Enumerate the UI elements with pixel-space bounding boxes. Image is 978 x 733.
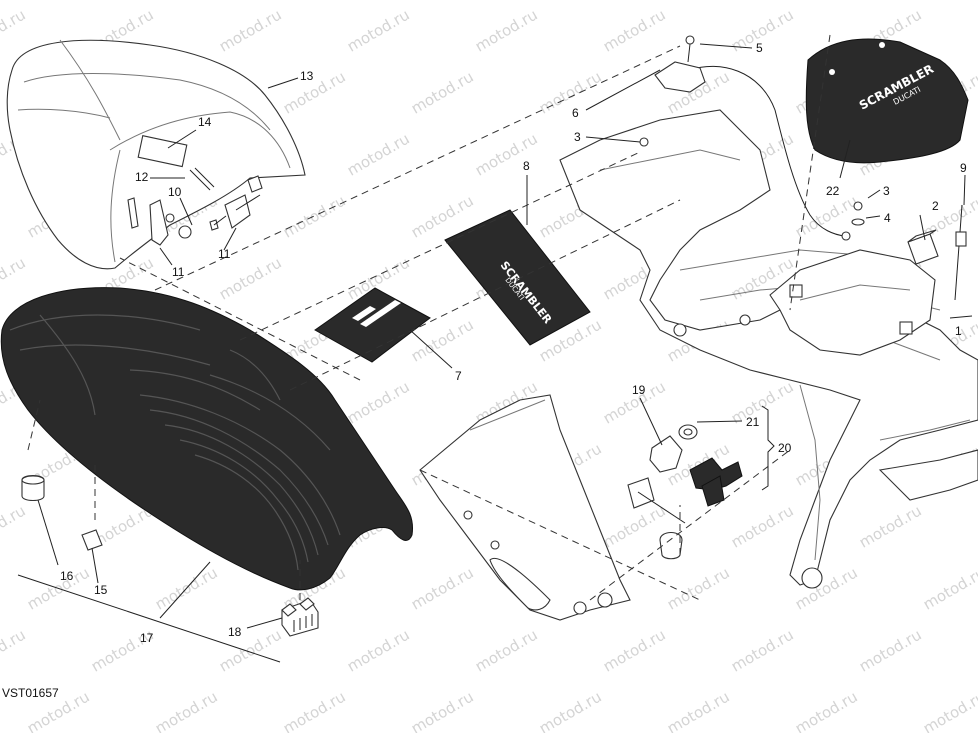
cable-tie [954,204,967,301]
callout-8: 8 [523,159,530,173]
callout-21: 21 [746,415,760,429]
leader-lines [17,43,973,663]
battery-cover: SCRAMBLER DUCATI [805,38,969,164]
callout-5: 5 [756,41,763,55]
diagram-code: VST01657 [2,686,59,700]
callout-numbers: 1 2 3 3 4 5 6 7 8 9 10 11 11 12 13 14 15… [60,41,967,645]
seat-clip [81,529,103,551]
callout-16: 16 [60,569,74,583]
callout-18: 18 [228,625,242,639]
rear-undertray [419,394,631,621]
callout-9: 9 [960,161,967,175]
rear-seat-cowl [6,39,306,270]
callout-19: 19 [632,383,646,397]
seat-rubber-bumper [21,474,45,502]
callout-12: 12 [135,170,149,184]
callout-1: 1 [955,324,962,338]
seat-lock-assembly [627,424,743,560]
callout-10: 10 [168,185,182,199]
screws [639,137,865,226]
callout-7: 7 [455,369,462,383]
cowl-hardware [165,175,263,239]
callout-11a: 11 [172,265,185,279]
seat-rubber-block [281,597,319,637]
callout-11b: 11 [218,247,231,261]
tool-bag: SCRAMBLER DUCATI [444,209,591,346]
assembly-guide-lines [27,34,831,601]
callout-15: 15 [94,583,108,597]
callout-4: 4 [884,211,891,225]
owner-manual [314,287,431,363]
callout-22: 22 [826,184,840,198]
battery-tray [769,249,936,356]
callout-6: 6 [572,106,579,120]
seat-lock-cable [654,35,851,241]
callout-20: 20 [778,441,792,455]
callout-3b: 3 [883,184,890,198]
rider-seat [0,287,414,591]
callout-2: 2 [932,199,939,213]
rear-subframe [559,109,978,589]
callout-14: 14 [198,115,212,129]
callout-13: 13 [300,69,314,83]
callout-17: 17 [140,631,154,645]
callout-3a: 3 [574,130,581,144]
relay [907,229,939,265]
